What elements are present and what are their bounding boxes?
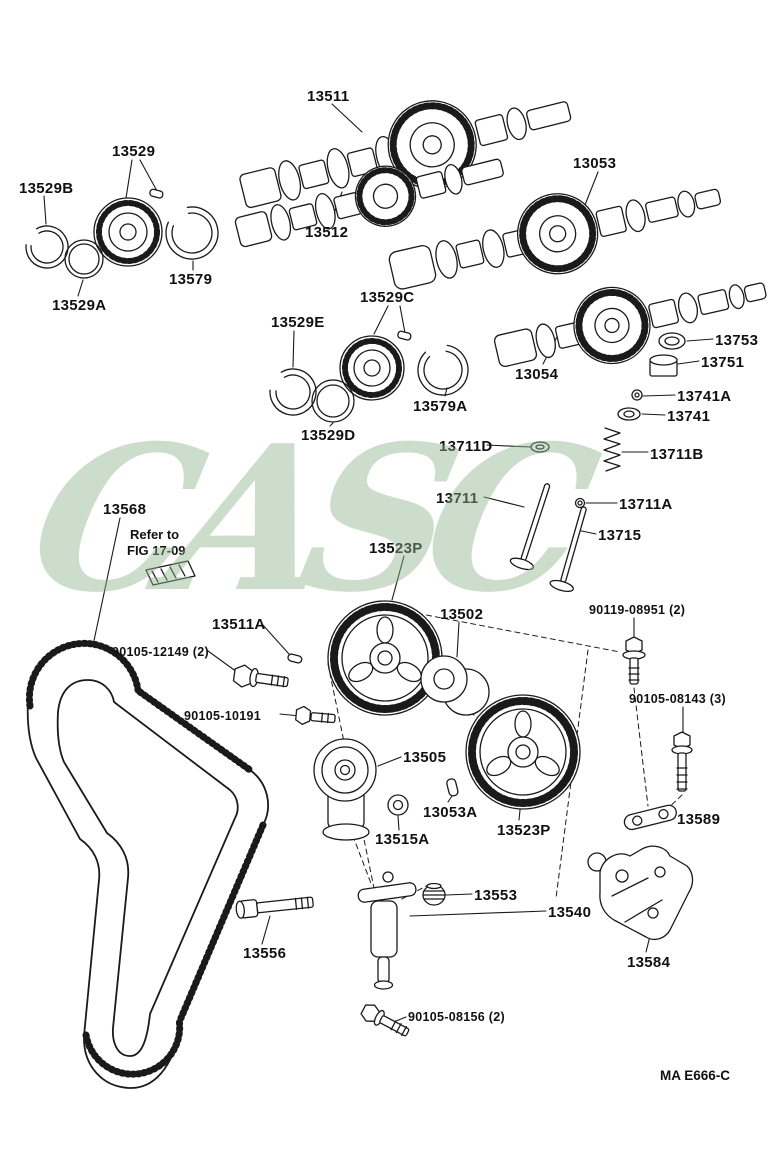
damper-13553 — [422, 882, 446, 906]
part-label-13054: 13054 — [515, 366, 559, 383]
gasket-13529D — [311, 379, 355, 423]
valve-seal-13711D — [530, 441, 550, 453]
bolt-90105-10191 — [295, 705, 336, 726]
diagram-code: MA E666-C — [660, 1068, 731, 1083]
part-label-13711B: 13711B — [650, 446, 704, 463]
part-label-13529A: 13529A — [52, 297, 107, 314]
washer-13515A — [387, 794, 409, 816]
part-label-13505: 13505 — [403, 749, 447, 766]
gear-13529C — [339, 330, 412, 401]
part-label-90119-08951: 90119-08951 (2) — [589, 603, 686, 617]
bracket-13584 — [587, 845, 694, 941]
plate-13589 — [623, 804, 677, 831]
snap-ring-13529E — [269, 368, 317, 416]
part-label-13741: 13741 — [667, 408, 711, 425]
part-label-13523P-lower: 13523P — [497, 822, 551, 839]
part-label-13529D: 13529D — [301, 427, 356, 444]
gasket-13529A — [64, 239, 104, 279]
part-label-13579A: 13579A — [413, 398, 468, 415]
part-label-13715: 13715 — [598, 527, 642, 544]
part-label-13511: 13511 — [307, 88, 350, 105]
valve-lifter-13751 — [649, 354, 678, 377]
part-label-13529B: 13529B — [19, 180, 74, 197]
part-label-13523P-upper: 13523P — [369, 540, 423, 557]
timing-belt-13568 — [25, 639, 269, 1089]
valve-13711 — [509, 483, 551, 571]
part-label-13579: 13579 — [169, 271, 213, 288]
pin-13529C — [397, 330, 412, 341]
bolt-90105-08143 — [671, 731, 693, 792]
part-label-13753: 13753 — [715, 332, 759, 349]
part-label-13512: 13512 — [305, 224, 349, 241]
figure-reference-line1: Refer to — [130, 527, 180, 542]
part-label-13556: 13556 — [243, 945, 287, 962]
valve-spring-13711B — [603, 427, 621, 472]
part-label-13529C: 13529C — [360, 289, 415, 306]
part-label-13529: 13529 — [112, 143, 156, 160]
bolt-90105-08156 — [360, 1004, 410, 1037]
valve-keeper-13741A — [631, 389, 643, 401]
valve-shim-13753 — [658, 332, 686, 350]
valve-13715 — [549, 506, 587, 593]
part-label-90105-12149: 90105-12149 (2) — [112, 645, 209, 659]
tensioner-13540 — [357, 871, 417, 990]
camshaft-13053 — [388, 188, 722, 290]
snap-ring-13579 — [165, 206, 219, 260]
part-label-13751: 13751 — [701, 354, 745, 371]
gear-13529 — [93, 188, 164, 267]
pin-13529 — [149, 188, 164, 199]
snap-ring-13579A — [417, 344, 469, 396]
part-label-13540: 13540 — [548, 904, 592, 921]
part-label-13053A: 13053A — [423, 804, 478, 821]
part-label-13711D: 13711D — [439, 438, 493, 455]
stud-13053A — [446, 778, 459, 797]
camshaft-13512 — [234, 158, 504, 248]
part-label-90105-10191: 90105-10191 — [184, 709, 261, 723]
part-label-13711: 13711 — [436, 490, 479, 507]
idler-pulley-13505 — [313, 738, 377, 841]
spacer-13502 — [420, 655, 490, 716]
part-label-13502: 13502 — [440, 606, 484, 623]
bolt-90119-08951 — [622, 636, 646, 685]
part-label-13711A: 13711A — [619, 496, 673, 513]
cam-pulley-upper-13523P — [327, 600, 443, 716]
part-label-13511A: 13511A — [212, 616, 266, 633]
cam-pulley-lower-13523P — [465, 694, 581, 810]
knock-pin-13511A — [287, 653, 303, 664]
figure-reference-line2: FIG 17-09 — [127, 543, 186, 558]
part-label-13741A: 13741A — [677, 388, 732, 405]
part-label-13515A: 13515A — [375, 831, 430, 848]
reference-plate — [145, 560, 196, 586]
part-label-13053: 13053 — [573, 155, 617, 172]
bolt-13556 — [235, 896, 314, 919]
bolt-90105-12149 — [232, 664, 289, 688]
part-label-13529E: 13529E — [271, 314, 325, 331]
part-label-13589: 13589 — [677, 811, 721, 828]
part-label-13553: 13553 — [474, 887, 518, 904]
part-label-90105-08156: 90105-08156 (2) — [408, 1010, 505, 1024]
part-label-90105-08143: 90105-08143 (3) — [629, 692, 726, 706]
part-label-13568: 13568 — [103, 501, 147, 518]
part-label-13584: 13584 — [627, 954, 671, 971]
valve-keeper-13711A — [574, 497, 586, 509]
camshaft-13054 — [493, 282, 767, 368]
snap-ring-13529B — [25, 225, 69, 269]
spring-retainer-13741 — [617, 407, 641, 421]
